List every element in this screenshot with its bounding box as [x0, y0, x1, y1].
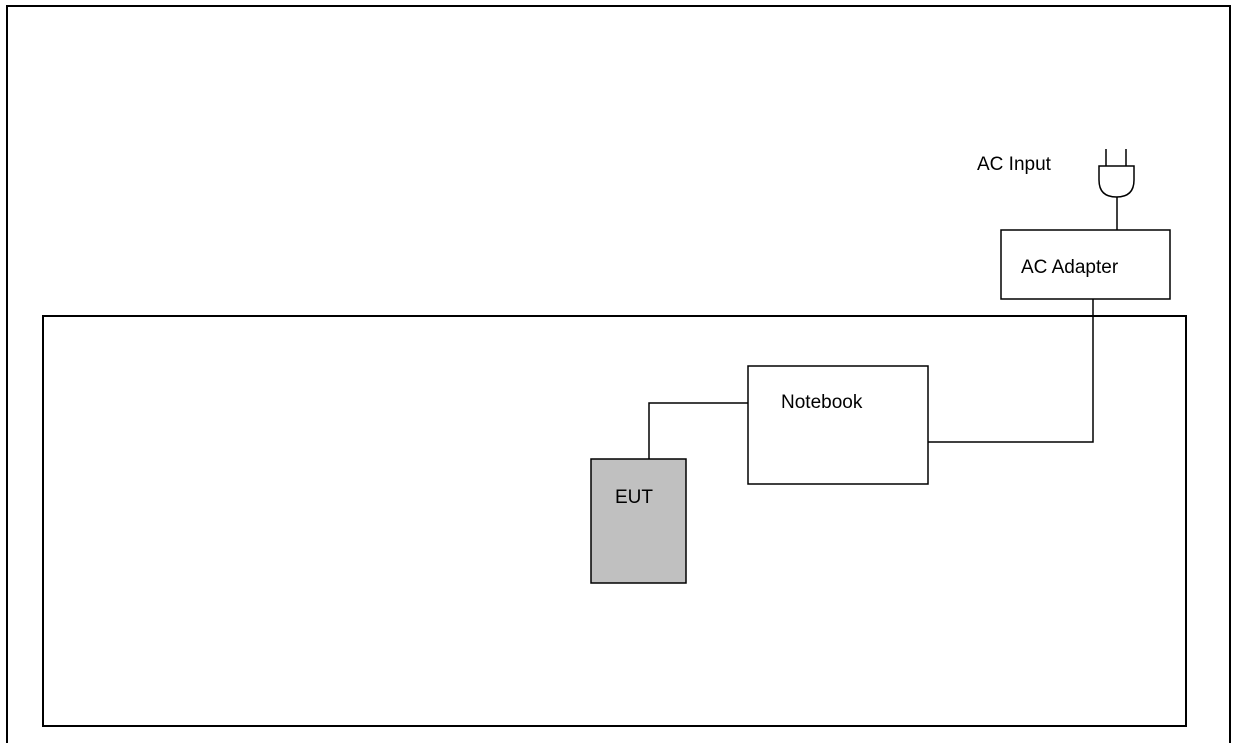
ac-adapter-box [1000, 229, 1171, 300]
ac-adapter-label: AC Adapter [1021, 257, 1119, 278]
notebook-to-eut-cable [648, 402, 748, 459]
notebook-label: Notebook [781, 392, 863, 413]
notebook-box [747, 365, 929, 485]
adapter-to-notebook-cable [928, 299, 1094, 443]
ac-plug-icon [1098, 149, 1135, 230]
ac-input-label: AC Input [977, 154, 1052, 175]
outer-frame [6, 5, 1231, 743]
test-table-area [42, 315, 1187, 727]
eut-label: EUT [615, 487, 653, 508]
eut-box [590, 458, 687, 584]
